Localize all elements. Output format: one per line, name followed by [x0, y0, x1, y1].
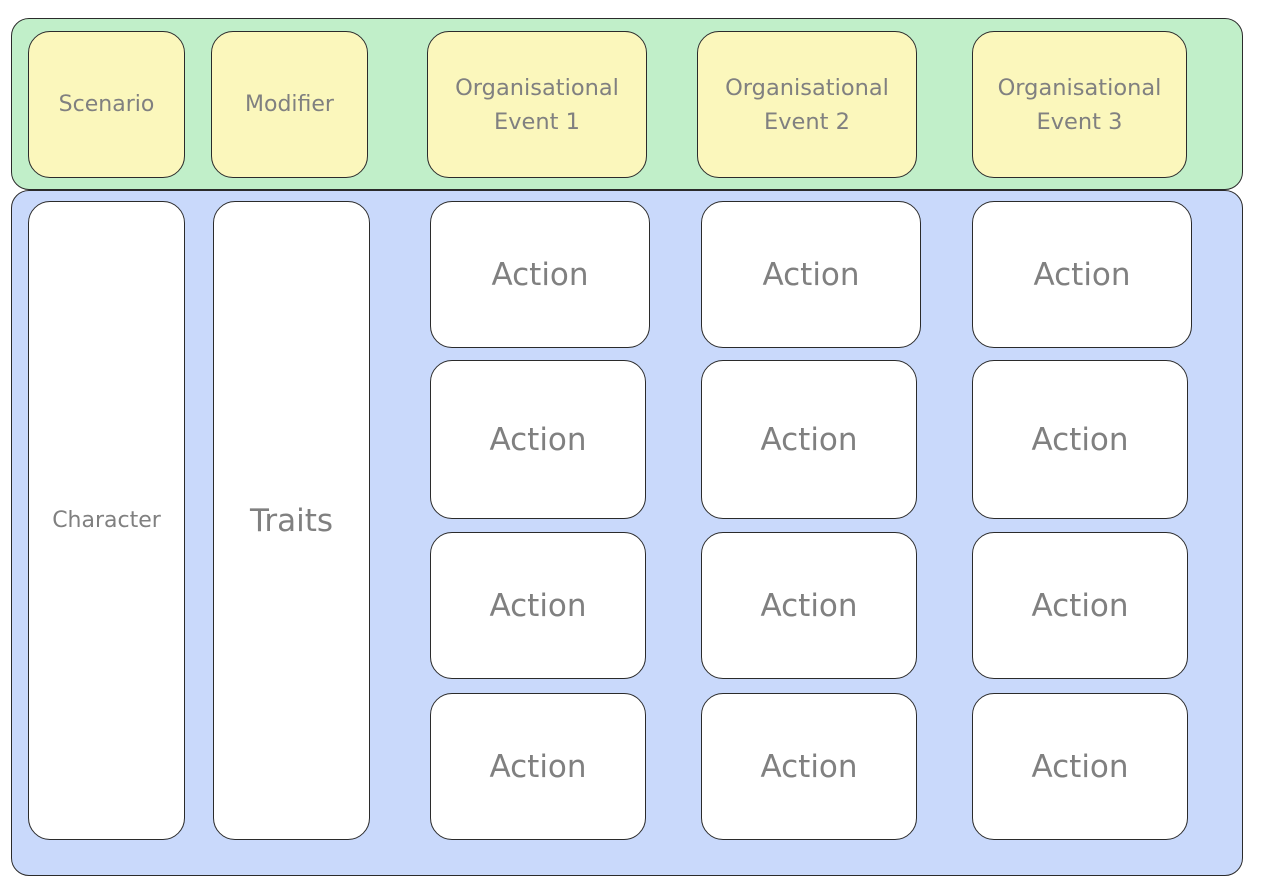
action-box: Action: [430, 693, 646, 840]
action-box: Action: [972, 360, 1188, 519]
traits-box: Traits: [213, 201, 370, 840]
action-label: Action: [491, 256, 589, 293]
action-box: Action: [701, 201, 921, 348]
action-box: Action: [701, 693, 917, 840]
action-label: Action: [1031, 421, 1129, 458]
character-box: Character: [28, 201, 185, 840]
action-label: Action: [1031, 587, 1129, 624]
action-label: Action: [1033, 256, 1131, 293]
action-box: Action: [701, 532, 917, 679]
action-label: Action: [760, 421, 858, 458]
action-label: Action: [489, 587, 587, 624]
modifier-label: Modifier: [245, 91, 334, 117]
action-label: Action: [489, 748, 587, 785]
action-box: Action: [430, 532, 646, 679]
action-box: Action: [430, 201, 650, 348]
scenario-label: Scenario: [58, 91, 155, 117]
action-label: Action: [760, 587, 858, 624]
action-box: Action: [972, 532, 1188, 679]
action-box: Action: [972, 693, 1188, 840]
action-label: Action: [489, 421, 587, 458]
action-label: Action: [760, 748, 858, 785]
action-box: Action: [701, 360, 917, 519]
action-label: Action: [762, 256, 860, 293]
action-box: Action: [972, 201, 1192, 348]
character-label: Character: [52, 508, 161, 533]
modifier-box: Modifier: [211, 31, 368, 178]
action-label: Action: [1031, 748, 1129, 785]
traits-label: Traits: [249, 502, 334, 539]
action-box: Action: [430, 360, 646, 519]
scenario-box: Scenario: [28, 31, 185, 178]
